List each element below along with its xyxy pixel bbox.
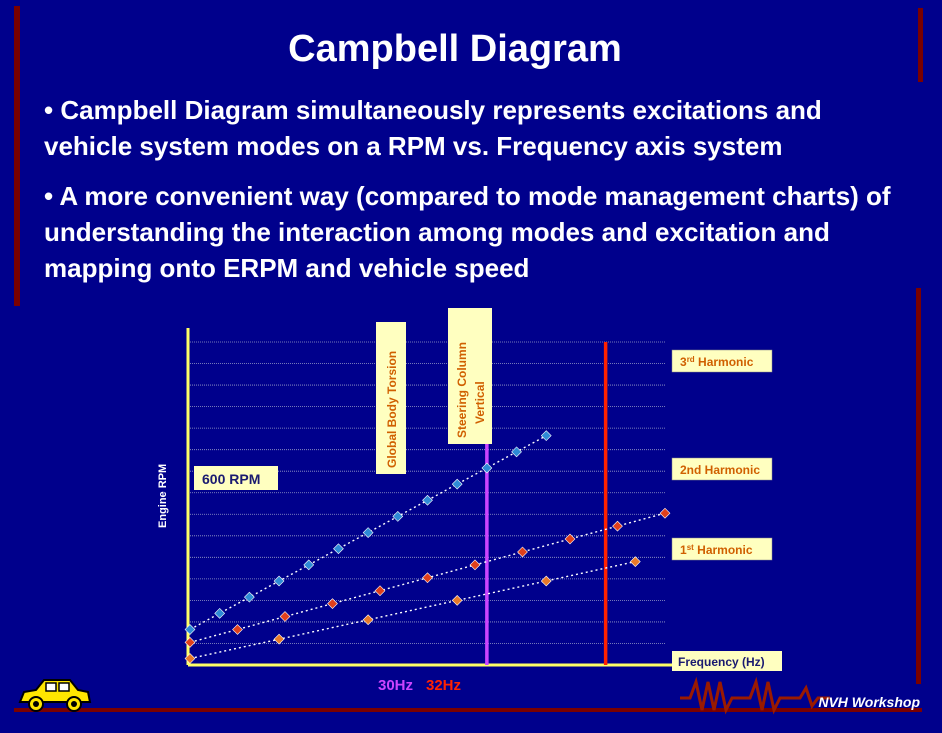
series-point	[273, 575, 285, 587]
series-point	[451, 595, 463, 606]
y-axis-label: Engine RPM	[157, 464, 169, 528]
slide-title: Campbell Diagram	[288, 28, 622, 70]
series-point	[327, 598, 338, 610]
campbell-chart-svg: 1st Harmonic 2nd Harmonic 3rd Harmonic Glob…	[157, 308, 782, 694]
rpm-annotation: 600 RPM	[202, 471, 260, 487]
frame-left-bar	[14, 6, 20, 306]
mode-label-global-body-torsion: Global Body Torsion	[385, 351, 399, 468]
series-point	[244, 591, 255, 603]
series-point	[214, 607, 226, 619]
series-point	[422, 494, 433, 506]
tick-label-32hz: 32Hz	[426, 677, 461, 694]
series-line-0	[189, 560, 636, 660]
tick-label-30hz: 30Hz	[378, 677, 413, 694]
series-point	[451, 478, 463, 490]
harmonic-label-0: 1st Harmonic	[680, 543, 753, 557]
series-point	[362, 527, 374, 538]
series-point	[629, 556, 641, 568]
footer-label: NVH Workshop	[818, 694, 920, 710]
series-point	[392, 511, 404, 522]
mode-label-box-0	[376, 322, 406, 474]
frame-bottom-bar	[14, 708, 922, 712]
series-point	[279, 611, 291, 622]
series-point	[469, 559, 481, 571]
series-point	[362, 614, 374, 626]
series-point	[184, 624, 196, 635]
rpm-annotation-box	[194, 466, 278, 490]
series-point	[511, 446, 522, 458]
series-point	[540, 575, 552, 587]
series-point	[374, 585, 386, 597]
bullet-2: • A more convenient way (compared to mod…	[44, 181, 891, 283]
series-point	[612, 520, 623, 532]
series-point	[273, 633, 285, 645]
series-point	[184, 637, 196, 648]
campbell-chart: 1st Harmonic 2nd Harmonic 3rd Harmonic Glob…	[0, 300, 942, 728]
frame-right-bar-top	[918, 8, 923, 82]
series-point	[517, 546, 528, 558]
harmonic-label-box-1	[671, 457, 773, 481]
harmonic-label-box-0	[671, 537, 773, 561]
car-icon	[18, 679, 92, 712]
series-point	[481, 462, 493, 474]
series-point	[184, 653, 196, 664]
mode-label-vertical: Vertical	[473, 381, 487, 424]
harmonic-label-box-2	[671, 349, 773, 373]
series-point	[564, 533, 576, 545]
waveform-logo-icon	[680, 676, 830, 715]
frame-right-bar-bottom	[916, 288, 921, 684]
harmonic-label-1: 2nd Harmonic	[680, 463, 760, 477]
x-axis-label: Frequency (Hz)	[678, 655, 765, 669]
series-point	[303, 559, 315, 571]
series-point	[232, 624, 243, 635]
series-point	[540, 430, 552, 442]
mode-label-steering-column: Steering Column	[455, 342, 469, 438]
mode-label-box-1	[448, 308, 492, 444]
bullet-1: • Campbell Diagram simultaneously repres…	[44, 95, 822, 161]
x-axis-label-box	[672, 651, 782, 671]
series-point	[659, 507, 671, 519]
series-point	[333, 543, 344, 555]
harmonic-label-2: 3rd Harmonic	[680, 355, 754, 369]
series-point	[422, 572, 433, 584]
